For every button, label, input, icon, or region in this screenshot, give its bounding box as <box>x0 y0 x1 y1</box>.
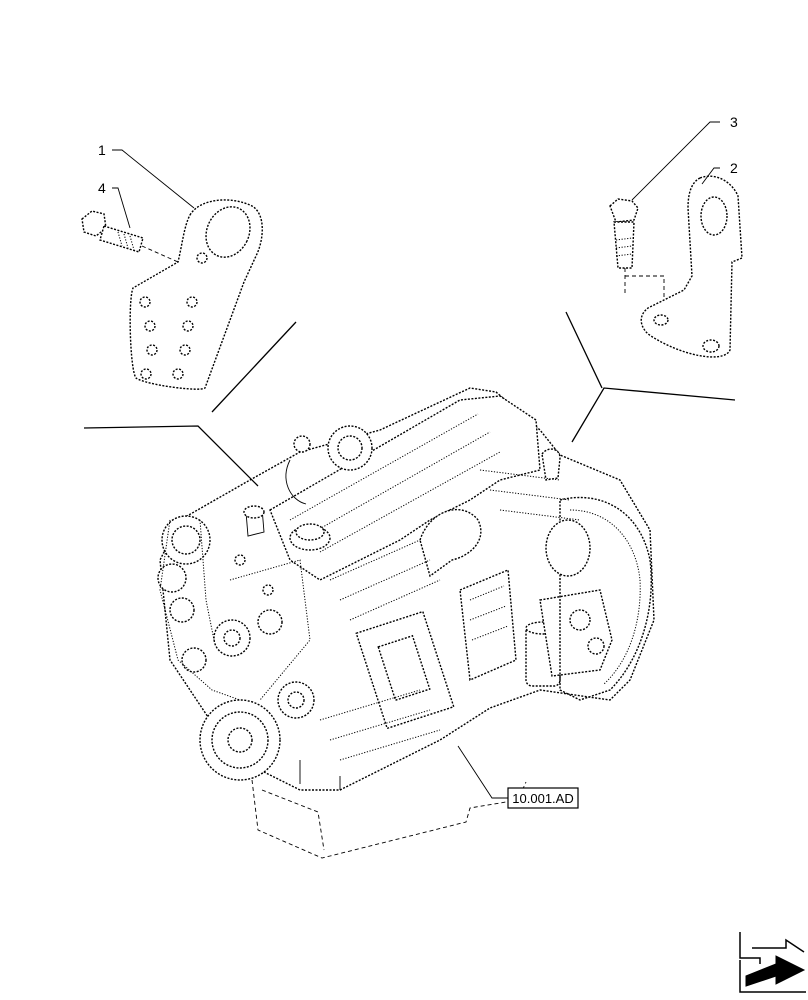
callout-2: 2 <box>730 160 738 176</box>
engine-assembly <box>157 387 655 859</box>
callout-1: 1 <box>98 142 106 158</box>
indicator-lines <box>83 311 736 487</box>
bolt-rear <box>609 198 665 298</box>
callout-leaders <box>112 121 720 799</box>
lifting-eye-front <box>129 199 263 390</box>
next-page-arrow-icon[interactable] <box>739 932 806 993</box>
callout-4: 4 <box>98 180 106 196</box>
reference-box[interactable]: 10.001.AD <box>507 787 579 809</box>
lifting-eye-rear <box>640 175 743 358</box>
callout-3: 3 <box>730 114 738 130</box>
bolt-front <box>81 210 179 263</box>
reference-label: 10.001.AD <box>512 791 573 806</box>
